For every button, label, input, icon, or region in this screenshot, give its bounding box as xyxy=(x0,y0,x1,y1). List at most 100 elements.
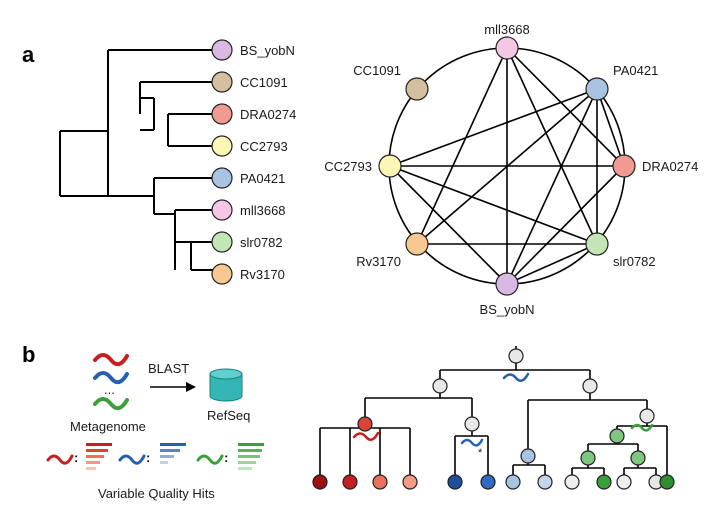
hit-bar xyxy=(86,467,96,470)
tree-node xyxy=(447,474,463,490)
network-edge xyxy=(389,165,598,245)
hit-bar xyxy=(160,443,186,446)
hit-bar xyxy=(160,449,180,452)
read-red-icon xyxy=(93,353,129,367)
network-node xyxy=(405,77,429,101)
query-blue-icon xyxy=(118,454,146,465)
hits-label: Variable Quality Hits xyxy=(98,486,215,501)
tree-node xyxy=(596,474,612,490)
tree-node xyxy=(630,450,646,466)
network-edge xyxy=(596,88,625,167)
leaf-label: CC1091 xyxy=(240,75,288,90)
network-edge xyxy=(389,165,508,285)
network-node-label: Rv3170 xyxy=(356,254,401,269)
leaf-node xyxy=(211,103,233,125)
network-node xyxy=(585,232,609,256)
hit-bar xyxy=(160,455,174,458)
leaf-label: mll3668 xyxy=(240,203,286,218)
network-node-label: CC1091 xyxy=(353,63,401,78)
green-query-marker-icon xyxy=(630,423,654,432)
tree-node xyxy=(609,428,625,444)
metagenome-label: Metagenome xyxy=(70,419,146,434)
network-node-label: mll3668 xyxy=(484,22,530,37)
leaf-node xyxy=(211,135,233,157)
hit-bar xyxy=(86,449,108,452)
network-node xyxy=(612,154,636,178)
network-edge xyxy=(506,243,598,285)
panel-b-label: b xyxy=(22,342,35,367)
network-edge xyxy=(506,165,625,285)
leaf-node xyxy=(211,263,233,285)
hit-bar xyxy=(238,455,260,458)
network-edge xyxy=(506,47,598,245)
hits-row: : : : xyxy=(46,443,264,470)
hit-bar xyxy=(160,461,168,464)
tree-node xyxy=(564,474,580,490)
network-node-label: CC2793 xyxy=(324,159,372,174)
network-edge xyxy=(506,88,598,285)
network-node xyxy=(405,232,429,256)
leaf-node xyxy=(211,199,233,221)
network-node-label: DRA0274 xyxy=(642,159,698,174)
svg-text::: : xyxy=(146,450,150,465)
hit-bar xyxy=(238,443,264,446)
blue-query-marker-icon xyxy=(460,438,484,447)
database-icon xyxy=(209,368,243,402)
network-node xyxy=(495,272,519,296)
tree-node xyxy=(580,450,596,466)
tree-branches xyxy=(319,346,668,482)
tree-node xyxy=(312,474,328,490)
tree-node xyxy=(432,378,448,394)
read-blue-icon xyxy=(93,371,129,385)
tree-node xyxy=(372,474,388,490)
panel-a-label: a xyxy=(22,42,35,67)
phylogenetic-tree: * xyxy=(312,346,675,490)
svg-text::: : xyxy=(74,450,78,465)
tree-node xyxy=(639,408,655,424)
blue-query-marker-icon xyxy=(502,372,530,382)
leaf-label: BS_yobN xyxy=(240,43,295,58)
hit-bar xyxy=(238,449,262,452)
network-node xyxy=(585,77,609,101)
hit-bar xyxy=(86,455,104,458)
tree-node xyxy=(616,474,632,490)
interaction-network: mll3668PA0421DRA0274slr0782BS_yobNRv3170… xyxy=(324,22,698,317)
hit-bar xyxy=(238,467,252,470)
hit-bar xyxy=(86,443,112,446)
dendrogram: BS_yobNCC1091DRA0274CC2793PA0421mll3668s… xyxy=(59,39,296,285)
tree-node xyxy=(505,474,521,490)
network-node-label: PA0421 xyxy=(613,63,658,78)
leaf-node xyxy=(211,39,233,61)
workflow: ... Metagenome BLAST RefSeq : : xyxy=(46,353,264,501)
network-node-label: BS_yobN xyxy=(480,302,535,317)
blast-label: BLAST xyxy=(148,361,189,376)
tree-node xyxy=(342,474,358,490)
network-edge xyxy=(506,47,625,167)
hit-bar xyxy=(238,461,256,464)
leaf-label: CC2793 xyxy=(240,139,288,154)
svg-text::: : xyxy=(224,450,228,465)
network-edge xyxy=(416,47,508,245)
query-red-icon xyxy=(46,454,74,465)
asterisk: * xyxy=(478,447,483,459)
leaf-label: Rv3170 xyxy=(240,267,285,282)
refseq-label: RefSeq xyxy=(207,408,250,423)
tree-node xyxy=(357,416,373,432)
tree-node xyxy=(582,378,598,394)
tree-node xyxy=(464,416,480,432)
leaf-node xyxy=(211,231,233,253)
red-query-marker-icon xyxy=(352,431,380,441)
network-node xyxy=(495,36,519,60)
tree-node xyxy=(480,474,496,490)
tree-node xyxy=(402,474,418,490)
read-green-icon xyxy=(93,397,129,411)
leaf-node xyxy=(211,71,233,93)
ellipsis: ... xyxy=(104,382,115,397)
network-edge xyxy=(389,88,598,167)
hit-bar xyxy=(86,461,100,464)
leaf-label: slr0782 xyxy=(240,235,283,250)
tree-node xyxy=(659,474,675,490)
leaf-label: PA0421 xyxy=(240,171,285,186)
query-green-icon xyxy=(196,454,224,465)
